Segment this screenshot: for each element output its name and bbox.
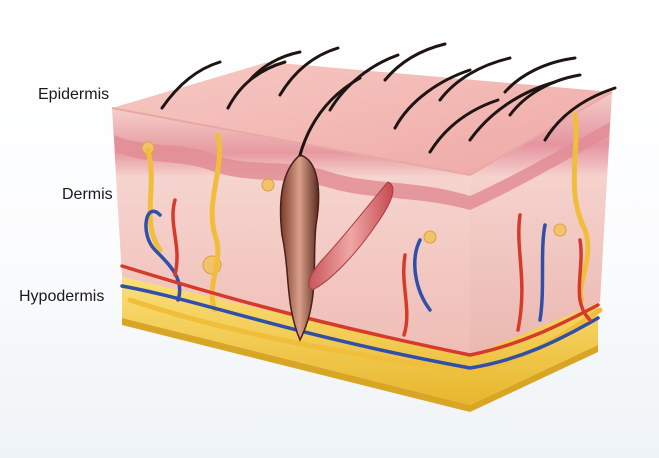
skin-cross-section-illustration — [0, 0, 659, 458]
